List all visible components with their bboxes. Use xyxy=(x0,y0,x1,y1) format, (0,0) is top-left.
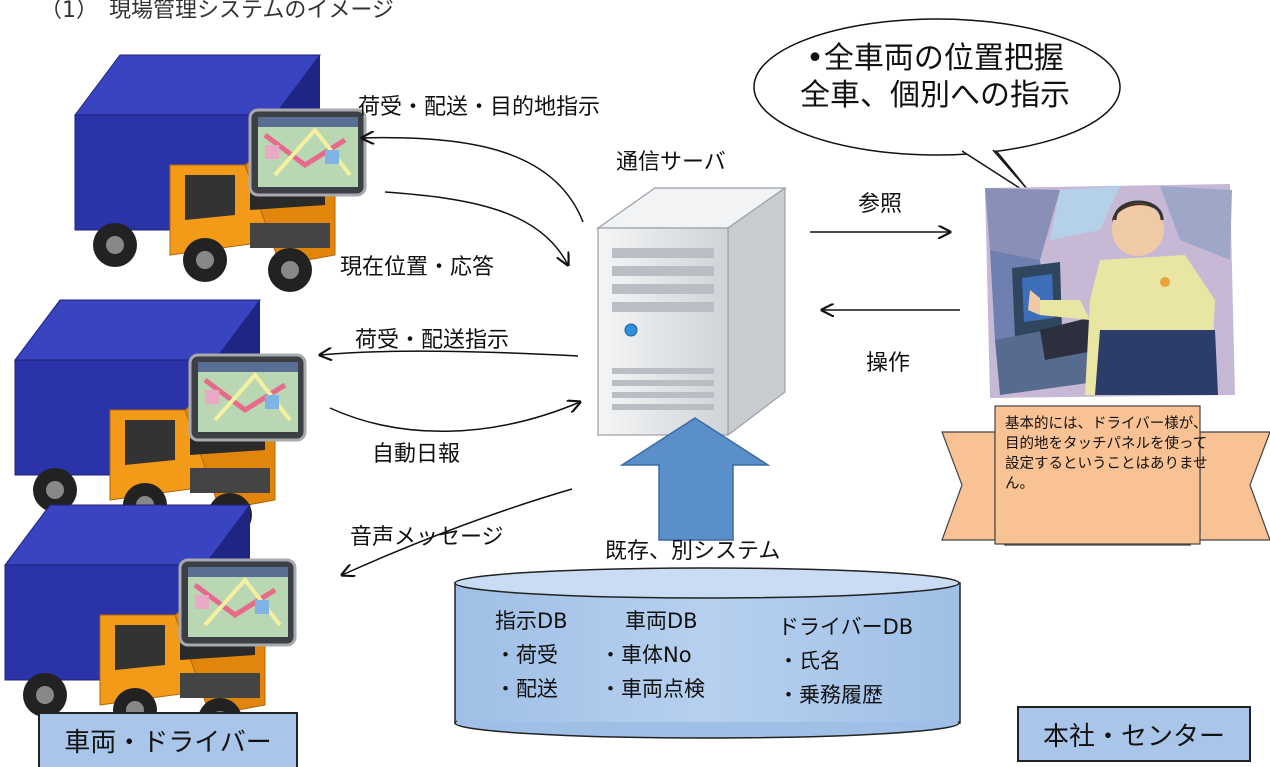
label-receive-deliver-instruction: 荷受・配送指示 xyxy=(355,328,510,353)
db-driver-item-1: ・氏名 xyxy=(778,649,841,673)
db-instruction-item-2: ・配送 xyxy=(495,677,558,701)
db-vehicle-title: 車両DB xyxy=(625,609,698,633)
db-driver-item-2: ・乗務履歴 xyxy=(778,683,883,707)
server-icon xyxy=(596,186,787,437)
db-instruction: 指示DB ・荷受 ・配送 xyxy=(495,604,568,706)
operator-illustration xyxy=(985,184,1235,398)
label-instruction-destination: 荷受・配送・目的地指示 xyxy=(358,95,601,120)
vehicle-driver-caption: 車両・ドライバー xyxy=(38,712,298,767)
arrow-instruction-to-truck2 xyxy=(320,351,579,356)
database-cylinder xyxy=(454,567,961,739)
db-driver-title: ドライバーDB xyxy=(778,615,914,639)
label-position-response: 現在位置・応答 xyxy=(340,255,495,280)
arrow-instruction-to-truck1 xyxy=(362,138,584,223)
label-operate: 操作 xyxy=(866,351,911,376)
db-instruction-item-1: ・荷受 xyxy=(495,643,558,667)
truck-1-icon xyxy=(75,55,365,292)
db-vehicle: 車両DB ・車体No ・車両点検 xyxy=(600,604,705,706)
truck-3-icon xyxy=(5,505,295,742)
arrow-voice-to-truck3 xyxy=(342,488,573,575)
label-auto-daily-report: 自動日報 xyxy=(372,442,461,467)
db-vehicle-item-2: ・車両点検 xyxy=(600,677,705,701)
note-text: 基本的には、ドライバー様が、目的地をタッチパネルを使って設定するということはあり… xyxy=(1005,416,1208,492)
db-vehicle-item-1: ・車体No xyxy=(600,643,692,667)
bubble-line-2: 全車、個別への指示 xyxy=(800,78,1070,113)
note-ribbon xyxy=(941,405,1270,547)
db-instruction-title: 指示DB xyxy=(495,609,568,633)
server-label: 通信サーバ xyxy=(616,150,726,175)
label-voice-message: 音声メッセージ xyxy=(350,525,504,550)
arrow-position-from-truck1 xyxy=(384,191,568,265)
head-office-caption: 本社・センター xyxy=(1017,706,1251,762)
label-refer: 参照 xyxy=(858,192,903,217)
truck-2-icon xyxy=(15,300,305,537)
page-title-fragment: （1） 現場管理システムのイメージ xyxy=(40,0,394,23)
existing-system-label: 既存、別システム xyxy=(605,539,781,564)
db-driver: ドライバーDB ・氏名 ・乗務履歴 xyxy=(778,610,913,712)
bubble-line-1: •全車両の位置把握 xyxy=(806,41,1064,76)
speech-bubble xyxy=(753,18,1121,200)
big-up-arrow xyxy=(619,417,771,541)
bubble-text: •全車両の位置把握 全車、個別への指示 xyxy=(760,40,1110,114)
arrow-report-from-truck2 xyxy=(329,402,580,433)
